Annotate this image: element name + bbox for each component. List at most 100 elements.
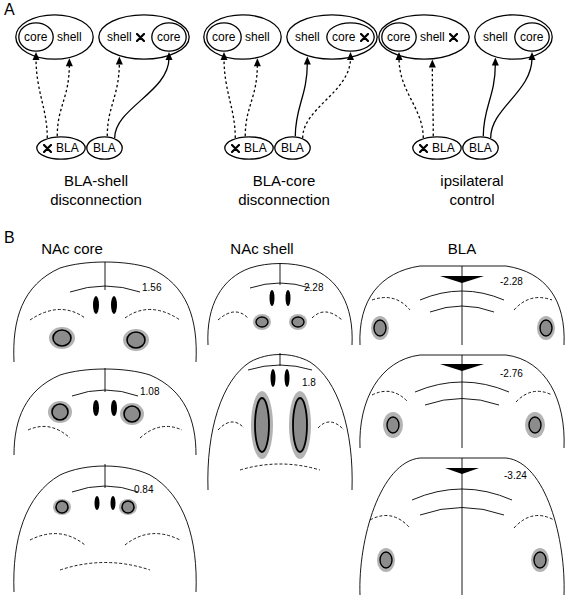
projection-arrow — [483, 57, 499, 136]
core-region: core — [151, 22, 187, 52]
lesion-area — [251, 391, 273, 459]
lesion-area — [371, 316, 389, 340]
region-name: shell — [245, 30, 270, 45]
ventricle — [270, 290, 275, 306]
projection-line — [295, 62, 307, 136]
lesion-cross-lines — [137, 34, 144, 41]
ventricle — [286, 290, 291, 306]
arrow-head — [492, 57, 499, 65]
region-ellipse — [152, 23, 186, 51]
lesion-cross — [419, 144, 428, 153]
region-ellipse — [382, 23, 416, 51]
projection-arrow — [33, 52, 48, 138]
region-name: shell — [107, 30, 132, 45]
section-line — [30, 534, 180, 570]
lesion-cross-lines — [361, 34, 368, 41]
projection-arrow — [429, 60, 436, 137]
projection-line — [245, 64, 257, 136]
section-outline — [360, 458, 564, 595]
lesion-area — [289, 314, 307, 330]
lesion-area — [119, 499, 137, 515]
arrow-head — [66, 58, 73, 66]
condition-caption: BLA-shell disconnection — [40, 172, 152, 210]
projection-line — [432, 66, 434, 137]
lesion-area — [531, 548, 549, 572]
bregma-level: -3.24 — [504, 470, 527, 483]
lesion-cross-lines — [420, 145, 427, 152]
lesion-cross-lines — [44, 145, 51, 152]
panel-letter: A — [4, 0, 15, 20]
projection-line — [224, 58, 235, 138]
bregma-level: -2.28 — [500, 276, 523, 289]
core-region: core — [514, 22, 550, 52]
section-line — [30, 309, 180, 320]
lesion-area — [253, 314, 271, 330]
region-name: core — [212, 30, 235, 45]
projection-line — [399, 58, 423, 138]
region-ellipse — [275, 137, 310, 159]
section-line — [420, 266, 504, 345]
region-name: BLA — [56, 141, 79, 156]
ventricle — [440, 364, 484, 371]
region-title: BLA — [402, 240, 522, 259]
region-name: BLA — [432, 141, 455, 156]
bregma-level: 0.84 — [134, 484, 153, 497]
projection-line — [36, 58, 47, 138]
projection-arrow — [107, 56, 123, 136]
region-name: shell — [57, 30, 82, 45]
section-outline — [208, 355, 352, 491]
region-name: shell — [483, 30, 508, 45]
arrow-head — [254, 58, 261, 66]
section-line — [72, 368, 138, 396]
section-outline — [14, 369, 196, 455]
lesion-cross — [360, 33, 369, 42]
projection-line — [115, 58, 169, 138]
shell-region: shellcore — [378, 14, 470, 60]
bla-region: BLA — [36, 136, 86, 160]
core-region: core — [381, 22, 417, 52]
panel-letter: B — [4, 228, 15, 248]
core-region: core — [326, 22, 375, 52]
projection-arrow — [396, 52, 424, 138]
section-line — [372, 298, 552, 310]
projection-arrow — [295, 56, 311, 136]
region-name: BLA — [469, 141, 492, 156]
lesion-area — [120, 403, 144, 425]
region-name: core — [520, 30, 543, 45]
section-line — [370, 516, 554, 529]
section-line — [218, 312, 342, 320]
section-line — [415, 355, 509, 448]
shell-region: shell core — [98, 14, 190, 60]
bla-region: BLA — [462, 136, 499, 160]
region-ellipse — [204, 15, 281, 59]
section-line — [372, 391, 552, 402]
ventricle — [95, 496, 100, 510]
region-ellipse — [475, 15, 552, 59]
ventricle — [111, 496, 116, 510]
lesion-cross — [43, 144, 52, 153]
region-ellipse — [99, 15, 189, 59]
section-outline — [208, 264, 352, 346]
ventricle — [285, 369, 290, 387]
shell-region: shellcore — [15, 14, 94, 60]
lesion-cross — [231, 144, 240, 153]
arrow-head — [347, 52, 354, 60]
region-ellipse — [463, 137, 498, 159]
region-ellipse — [37, 137, 85, 159]
lesion-cross — [136, 33, 145, 42]
bregma-level: 1.56 — [142, 282, 161, 295]
region-name: core — [157, 30, 180, 45]
section-line — [70, 262, 140, 292]
core-region: core — [206, 22, 242, 52]
section-line — [218, 422, 344, 470]
region-name: shell — [295, 30, 320, 45]
region-ellipse — [225, 137, 273, 159]
lesion-area — [377, 548, 395, 572]
region-ellipse — [207, 23, 241, 51]
lesion-area — [49, 327, 75, 349]
section-line — [250, 263, 310, 288]
ventricle — [93, 296, 99, 314]
lesion-cross — [449, 33, 458, 42]
